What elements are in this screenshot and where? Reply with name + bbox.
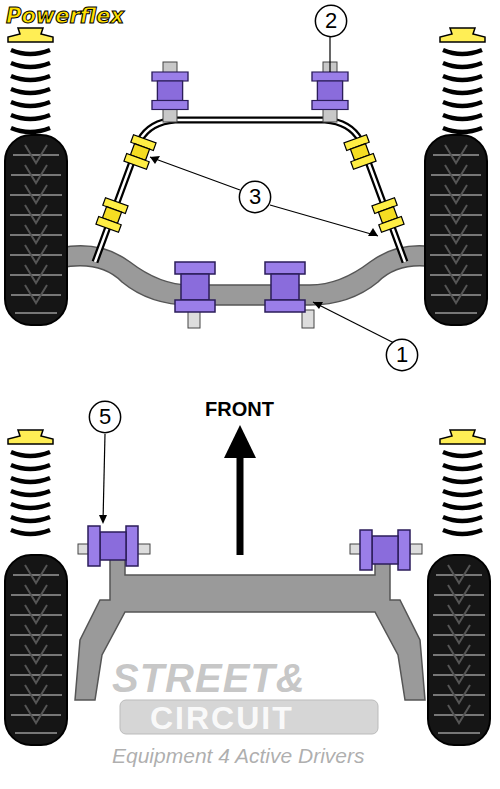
callout-number: 1: [396, 344, 408, 366]
watermark-text: STREET&: [112, 656, 306, 701]
callout-number: 5: [99, 406, 111, 428]
callout-circle: 5: [88, 400, 122, 434]
watermark-text: CIRCUIT: [150, 700, 294, 737]
direction-label: FRONT: [205, 398, 274, 421]
callout-circle: 2: [314, 4, 348, 38]
callout-circle: 1: [385, 338, 419, 372]
watermark-text: Equipment 4 Active Drivers: [112, 744, 364, 768]
callout-circle: 3: [238, 180, 272, 214]
brand-logo: Powerflex: [6, 4, 124, 28]
callout-number: 3: [249, 186, 261, 208]
callout-number: 2: [325, 10, 337, 32]
